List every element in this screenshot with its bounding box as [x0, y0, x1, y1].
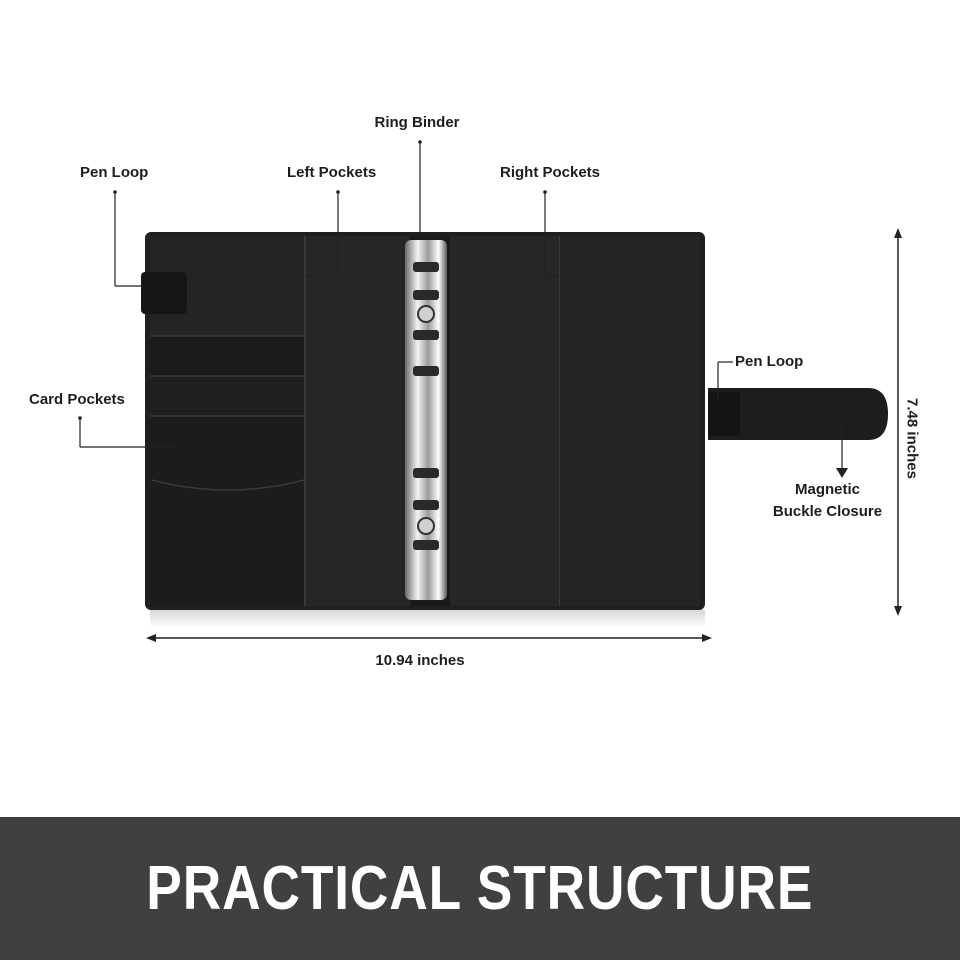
- card-pocket-3: [150, 416, 305, 606]
- left-pockets: [305, 236, 410, 606]
- rings: [413, 262, 439, 550]
- magnetic-buckle: [708, 388, 888, 440]
- callout-right-pockets: Right Pockets: [500, 164, 601, 181]
- callout-magnetic-closure: Magnetic Buckle Closure: [772, 481, 883, 520]
- callout-pen-loop-right: Pen Loop: [735, 353, 804, 370]
- ring-mechanism: [405, 240, 447, 600]
- callout-card-pockets: Card Pockets: [29, 391, 125, 408]
- shadow: [150, 610, 705, 628]
- ring-clasp-bottom: [417, 517, 435, 535]
- callout-pen-loop-left: Pen Loop: [80, 164, 149, 181]
- callout-ring-binder: Ring Binder: [374, 114, 460, 131]
- ring-clasp-top: [417, 305, 435, 323]
- banner-title: PRACTICAL STRUCTURE: [146, 854, 814, 923]
- pen-loop-left: [141, 272, 187, 314]
- height-dimension-label: 7.48 inches: [903, 398, 921, 479]
- title-banner: PRACTICAL STRUCTURE: [0, 817, 960, 960]
- width-dimension-label: 10.94 inches: [375, 652, 465, 669]
- right-pockets: [450, 236, 560, 606]
- right-panel: [560, 236, 700, 606]
- callout-left-pockets: Left Pockets: [287, 164, 377, 181]
